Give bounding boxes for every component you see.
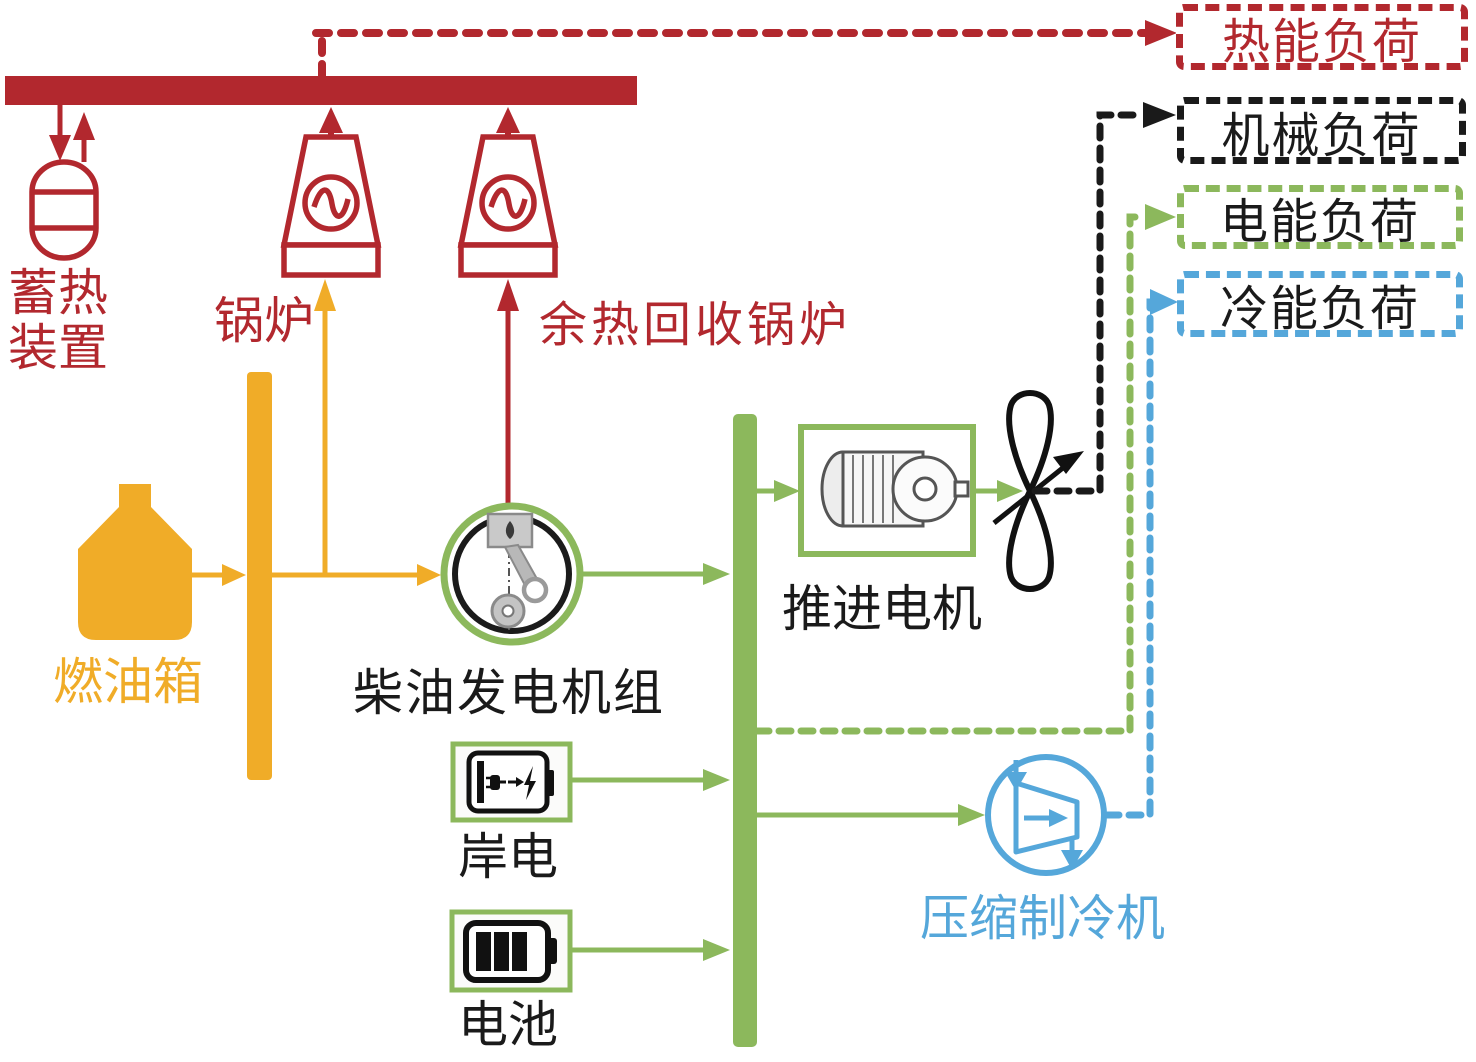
heat-storage-discharge-arrow <box>73 112 95 162</box>
shore-power-icon <box>450 741 573 823</box>
chiller-label: 压缩制冷机 <box>920 891 1166 946</box>
electrical-load-box: 电能负荷 <box>1177 185 1463 249</box>
chiller-icon <box>985 754 1107 876</box>
diesel-genset-label: 柴油发电机组 <box>353 665 665 721</box>
heat-storage-icon <box>29 159 99 261</box>
genset-output-arrow <box>581 563 730 585</box>
electrical-load-label: 电能负荷 <box>1219 196 1420 249</box>
propulsion-motor-label: 推进电机 <box>782 581 982 637</box>
cooling-load-label: 冷能负荷 <box>1219 283 1420 336</box>
thermal-load-label: 热能负荷 <box>1221 16 1422 69</box>
fuel-bus-bar <box>247 372 272 780</box>
electrical-load-flow-arrow <box>753 204 1176 735</box>
battery-arrow <box>570 939 730 961</box>
thermal-load-flow-arrow <box>312 20 1177 80</box>
fuel-tank-icon <box>78 484 192 640</box>
fuel-flow-lines <box>192 279 441 586</box>
shore-power-label: 岸电 <box>458 829 558 885</box>
mechanical-load-label: 机械负荷 <box>1221 109 1422 163</box>
mechanical-load-flow-arrow <box>1031 102 1176 495</box>
heat-storage-label: 蓄热 装置 <box>8 265 108 376</box>
motor-input-arrow <box>757 480 800 502</box>
propeller-icon <box>992 390 1084 592</box>
thermal-load-box: 热能负荷 <box>1176 4 1468 70</box>
exhaust-heat-line <box>497 279 519 503</box>
propulsion-motor-icon <box>798 424 976 557</box>
heat-storage-charge-arrow <box>49 105 71 161</box>
battery-icon <box>449 909 573 993</box>
thermal-bus-bar <box>5 76 637 105</box>
fuel-tank-label: 燃油箱 <box>53 654 203 710</box>
waste-heat-boiler-label: 余热回收锅炉 <box>539 299 852 352</box>
chiller-input-arrow <box>757 804 985 826</box>
shore-power-arrow <box>570 769 730 791</box>
boiler-icon <box>280 107 382 278</box>
motor-output-arrow <box>973 480 1023 502</box>
cooling-load-flow-arrow <box>1103 289 1178 819</box>
battery-label: 电池 <box>458 997 558 1053</box>
mechanical-load-box: 机械负荷 <box>1177 97 1466 164</box>
waste-heat-boiler-icon <box>457 107 559 278</box>
electric-bus-bar <box>733 414 757 1047</box>
cooling-load-box: 冷能负荷 <box>1177 271 1463 337</box>
diesel-genset-icon <box>440 502 584 646</box>
boiler-label: 锅炉 <box>214 293 314 349</box>
